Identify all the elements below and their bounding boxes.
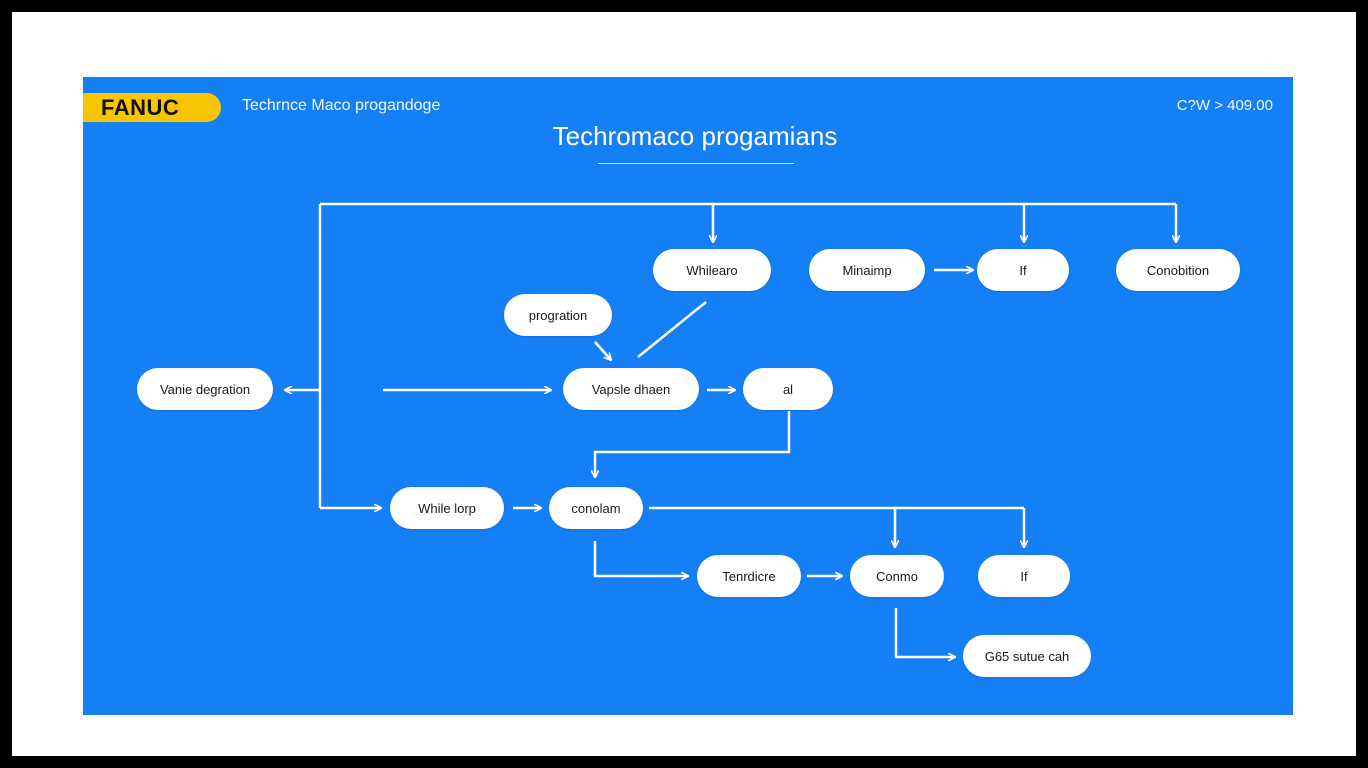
title-underline bbox=[598, 163, 794, 164]
arrow-to-termination bbox=[593, 541, 688, 576]
node-condition[interactable]: Conobition bbox=[1116, 249, 1240, 291]
diagram-panel: FANUC Techrnce Maco progandoge C?W > 409… bbox=[83, 77, 1293, 715]
arrow-to-g65 bbox=[894, 608, 955, 657]
node-g65-call[interactable]: G65 sutue cah bbox=[963, 635, 1091, 677]
node-variable-declaration[interactable]: Vanie degration bbox=[137, 368, 273, 410]
arrow-programation bbox=[594, 341, 611, 360]
app-title: Techrnce Maco progandoge bbox=[242, 97, 441, 114]
node-if-top[interactable]: If bbox=[977, 249, 1069, 291]
node-if-bottom[interactable]: If bbox=[978, 555, 1070, 597]
node-conolam[interactable]: conolam bbox=[549, 487, 643, 529]
connector-lines bbox=[83, 202, 1293, 715]
outer-frame: FANUC Techrnce Maco progandoge C?W > 409… bbox=[12, 12, 1356, 756]
node-while-loop[interactable]: While lorp bbox=[390, 487, 504, 529]
node-minaimp[interactable]: Minaimp bbox=[809, 249, 925, 291]
line-al-down bbox=[595, 411, 791, 477]
diagonal-line bbox=[637, 301, 707, 358]
diagram-title: Techromaco progamians bbox=[552, 121, 838, 151]
node-programation[interactable]: progration bbox=[504, 294, 612, 336]
node-termination[interactable]: Tenrdicre bbox=[697, 555, 801, 597]
header-info: C?W > 409.00 bbox=[1176, 97, 1273, 114]
node-while-top[interactable]: Whilearo bbox=[653, 249, 771, 291]
node-variable-change[interactable]: Vapsle dhaen bbox=[563, 368, 699, 410]
node-al[interactable]: al bbox=[743, 368, 833, 410]
fanuc-logo: FANUC bbox=[83, 93, 221, 122]
node-control[interactable]: Conmo bbox=[850, 555, 944, 597]
